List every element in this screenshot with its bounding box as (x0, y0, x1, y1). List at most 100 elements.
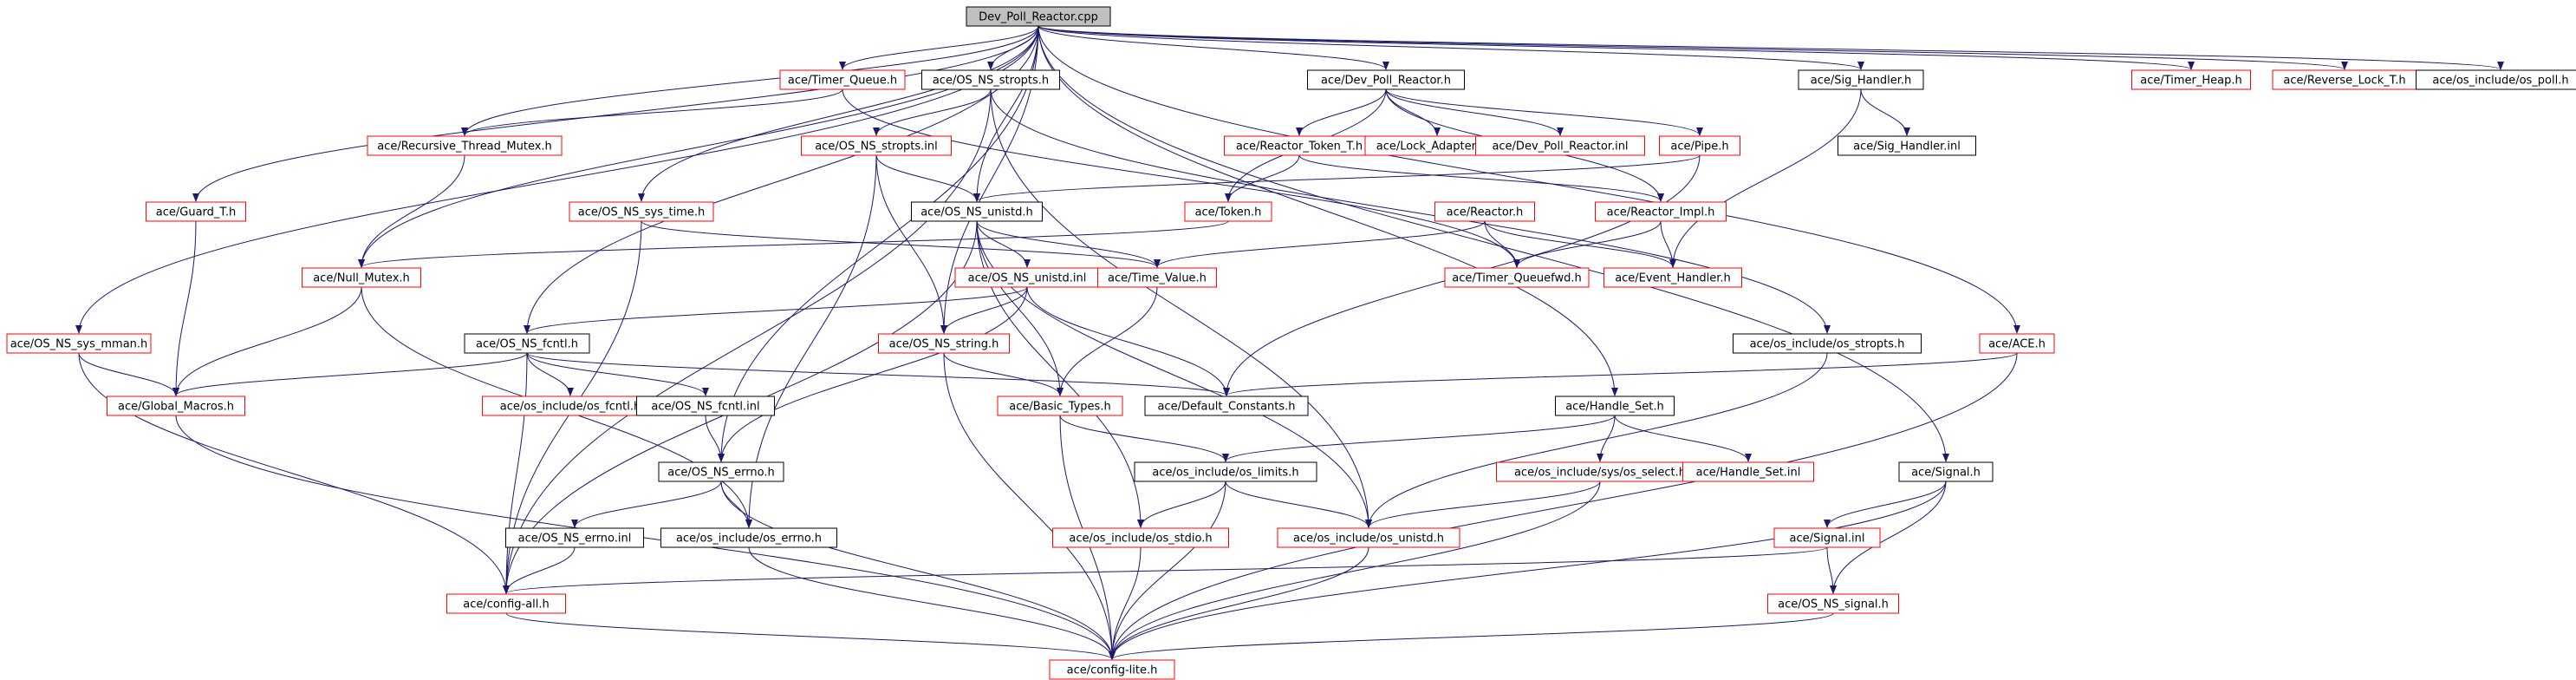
edge-ace-to-configlite (1109, 352, 2018, 660)
node-fcntlinl[interactable]: ace/OS_NS_fcntl.inl (636, 396, 775, 416)
node-box (1659, 135, 1740, 156)
node-devpoll_h[interactable]: ace/Dev_Poll_Reactor.h (1307, 69, 1465, 90)
edge-basictypes-to-limits (1059, 415, 1229, 462)
edge-osunistd-to-configlite (1109, 546, 1369, 660)
node-sighandler[interactable]: ace/Sig_Handler.h (1798, 69, 1924, 90)
edge-unistd-to-timevalue (976, 220, 1161, 268)
node-label: ace/config-lite.h (1067, 664, 1158, 677)
node-osunistd[interactable]: ace/os_include/os_unistd.h (1277, 527, 1460, 548)
node-sighandlerinl[interactable]: ace/Sig_Handler.inl (1838, 135, 1976, 156)
node-ace[interactable]: ace/ACE.h (1979, 333, 2055, 354)
node-osselect[interactable]: ace/os_include/sys/os_select.h (1496, 461, 1704, 482)
edge-reactortoken-to-token (1225, 154, 1300, 202)
node-pipe[interactable]: ace/Pipe.h (1659, 135, 1740, 156)
node-osfcntl[interactable]: ace/os_include/os_fcntl.h (482, 396, 659, 416)
node-timerqfwd[interactable]: ace/Timer_Queuefwd.h (1444, 267, 1590, 288)
node-box (1555, 396, 1675, 416)
node-nssignal[interactable]: ace/OS_NS_signal.h (1767, 593, 1899, 614)
node-root[interactable]: Dev_Poll_Reactor.cpp (966, 6, 1111, 27)
edge-root-to-unistd (973, 25, 1039, 202)
node-systime[interactable]: ace/OS_NS_sys_time.h (569, 201, 714, 222)
node-box (2416, 69, 2576, 90)
node-box (1444, 267, 1590, 288)
node-handlesetinl[interactable]: ace/Handle_Set.inl (1682, 461, 1814, 482)
node-configlite[interactable]: ace/config-lite.h (1049, 659, 1175, 680)
node-label: ace/Timer_Heap.h (2140, 75, 2242, 88)
node-label: ace/os_include/os_errno.h (676, 533, 822, 546)
node-box (636, 396, 775, 416)
node-token[interactable]: ace/Token.h (1184, 201, 1272, 222)
node-box (446, 593, 566, 614)
node-timerheap[interactable]: ace/Timer_Heap.h (2131, 69, 2251, 90)
node-stroptsinl[interactable]: ace/OS_NS_stropts.inl (801, 135, 952, 156)
node-defconst[interactable]: ace/Default_Constants.h (1144, 396, 1309, 416)
node-sysmman[interactable]: ace/OS_NS_sys_mman.h (6, 333, 152, 354)
edge-osselect-to-osunistd (1365, 481, 1601, 528)
node-label: ace/OS_NS_errno.h (667, 467, 775, 480)
node-nullmutex[interactable]: ace/Null_Mutex.h (302, 267, 421, 288)
node-box (505, 527, 644, 548)
node-recthread[interactable]: ace/Recursive_Thread_Mutex.h (367, 135, 563, 156)
edge-root-to-devpoll_h (1038, 25, 1389, 70)
node-nsstring[interactable]: ace/OS_NS_string.h (878, 333, 1010, 354)
node-timevalue[interactable]: ace/Time_Value.h (1097, 267, 1217, 288)
edge-signal-to-configlite (1109, 481, 1947, 660)
edge-fcntl-to-osfcntl (526, 352, 574, 396)
node-devpollinl[interactable]: ace/Dev_Poll_Reactor.inl (1475, 135, 1645, 156)
node-handleset[interactable]: ace/Handle_Set.h (1555, 396, 1675, 416)
node-osstropts[interactable]: ace/os_include/os_stropts.h (1733, 333, 1922, 354)
edges-layer (75, 25, 2504, 660)
node-limits[interactable]: ace/os_include/os_limits.h (1134, 461, 1317, 482)
node-signal[interactable]: ace/Signal.h (1898, 461, 1994, 482)
edge-nsstring-to-configlite (943, 352, 1116, 660)
node-fcntl[interactable]: ace/OS_NS_fcntl.h (464, 333, 590, 354)
edge-osnsstropts-to-osstropts (990, 88, 1831, 334)
node-eventhandler[interactable]: ace/Event_Handler.h (1603, 267, 1742, 288)
node-globalmacros[interactable]: ace/Global_Macros.h (107, 396, 245, 416)
node-reactorimpl[interactable]: ace/Reactor_Impl.h (1595, 201, 1727, 222)
node-box (1052, 527, 1229, 548)
node-lockadapter[interactable]: ace/Lock_Adapter_T.h (1364, 135, 1510, 156)
node-reactortoken[interactable]: ace/Reactor_Token_T.h (1224, 135, 1375, 156)
node-box (1277, 527, 1460, 548)
node-label: ace/os_include/os_limits.h (1152, 467, 1298, 480)
edge-osstdio-to-configlite (1109, 546, 1142, 660)
edge-devpoll_h-to-pipe (1385, 88, 1703, 136)
edge-root-to-errno (718, 25, 1039, 462)
node-signalinl[interactable]: ace/Signal.inl (1773, 527, 1881, 548)
node-guard[interactable]: ace/Guard_T.h (146, 201, 246, 222)
edge-fcntl-to-globalmacros (172, 352, 528, 396)
node-label: ace/Reverse_Lock_T.h (2283, 75, 2405, 88)
node-box (1767, 593, 1899, 614)
edge-fcntl-to-defconst (526, 352, 1230, 396)
node-unistd[interactable]: ace/OS_NS_unistd.h (911, 201, 1043, 222)
node-osnsstropts[interactable]: ace/OS_NS_stropts.h (921, 69, 1060, 90)
node-box (1733, 333, 1922, 354)
node-box (660, 527, 837, 548)
edge-handleset-to-handlesetinl (1614, 415, 1752, 462)
node-errnoinl[interactable]: ace/OS_NS_errno.inl (505, 527, 644, 548)
edge-stroptsinl-to-nsstring (875, 154, 947, 334)
edge-signalinl-to-nssignal (1826, 546, 1837, 594)
node-oserrno[interactable]: ace/os_include/os_errno.h (660, 527, 837, 548)
node-box (367, 135, 563, 156)
edge-unistdinl-to-defconst (1026, 286, 1230, 396)
node-label: ace/os_include/os_fcntl.h (500, 401, 641, 414)
node-label: ace/Timer_Queuefwd.h (1452, 272, 1581, 285)
node-basictypes[interactable]: ace/Basic_Types.h (997, 396, 1123, 416)
node-ospoll[interactable]: ace/os_include/os_poll.h (2416, 69, 2576, 90)
node-revlock[interactable]: ace/Reverse_Lock_T.h (2272, 69, 2417, 90)
edge-unistd-to-unistdinl (976, 220, 1031, 268)
node-errno[interactable]: ace/OS_NS_errno.h (658, 461, 784, 482)
node-label: ace/Event_Handler.h (1615, 272, 1731, 285)
node-reactor[interactable]: ace/Reactor.h (1434, 201, 1535, 222)
edge-devpoll_h-to-reactortoken (1296, 88, 1387, 136)
node-configall[interactable]: ace/config-all.h (446, 593, 566, 614)
node-box (1134, 461, 1317, 482)
node-label: ace/os_include/sys/os_select.h (1514, 467, 1686, 480)
node-osstdio[interactable]: ace/os_include/os_stdio.h (1052, 527, 1229, 548)
node-timerq[interactable]: ace/Timer_Queue.h (779, 69, 906, 90)
edge-root-to-timerheap (1038, 25, 2195, 70)
node-unistdinl[interactable]: ace/OS_NS_unistd.inl (954, 267, 1100, 288)
node-label: ace/Handle_Set.inl (1696, 467, 1801, 480)
